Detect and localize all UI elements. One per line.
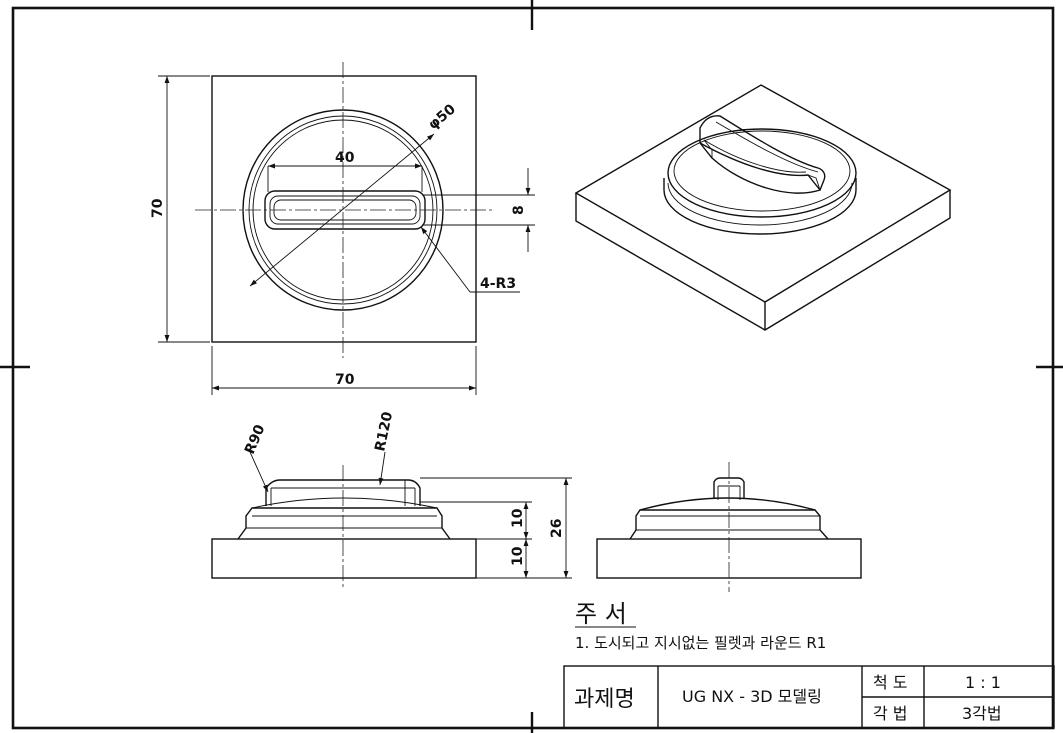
projection-label: 각 법 [873, 704, 908, 723]
assignment-label: 과제명 [574, 687, 635, 712]
top-view: φ50 40 8 4-R3 70 70 [150, 62, 535, 395]
dim-8: 8 [511, 205, 527, 215]
assignment-value: UG NX - 3D 모델링 [682, 687, 822, 706]
notes-title: 주 서 [575, 600, 627, 628]
dim-4r3: 4-R3 [480, 276, 516, 292]
notes-line-1: 1. 도시되고 지시없는 필렛과 라운드 R1 [575, 634, 826, 652]
dim-r120: R120 [372, 410, 396, 453]
title-block: 과제명 UG NX - 3D 모델링 척 도 1 : 1 각 법 3각법 [563, 665, 1055, 729]
notes: 주 서 1. 도시되고 지시없는 필렛과 라운드 R1 [575, 600, 826, 652]
projection-value: 3각법 [962, 704, 1002, 723]
front-view: 10 10 26 R90 R120 [211, 410, 572, 590]
dim-40: 40 [335, 150, 355, 166]
dim-26: 26 [549, 519, 565, 538]
dim-r90: R90 [242, 422, 269, 456]
dim-10-upper: 10 [510, 508, 526, 528]
drawing-border [11, 6, 1055, 730]
side-view [596, 462, 862, 592]
scale-label: 척 도 [873, 673, 908, 692]
scale-value: 1 : 1 [965, 673, 1001, 692]
isometric-view [574, 84, 952, 331]
dim-70-horizontal: 70 [335, 372, 355, 388]
dim-70-vertical: 70 [150, 198, 166, 218]
dim-phi50: φ50 [425, 101, 459, 133]
dim-10-lower: 10 [510, 546, 526, 566]
